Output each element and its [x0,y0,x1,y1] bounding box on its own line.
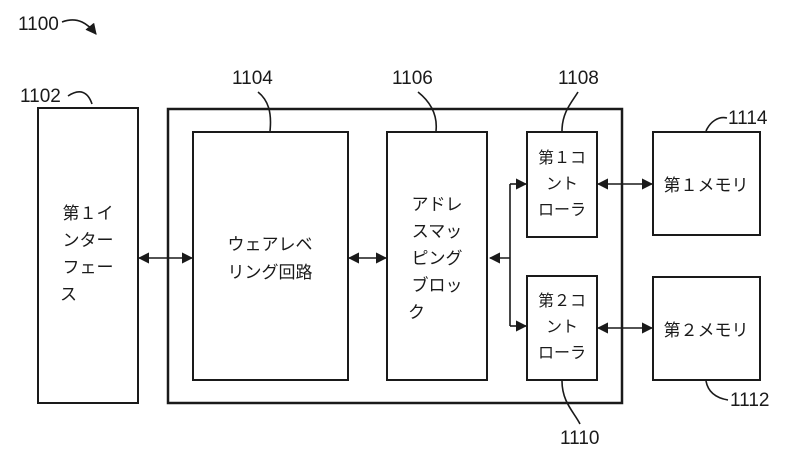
ref-address-mapping: 1106 [392,68,433,89]
interface-label-line-2: ンター [63,231,114,251]
ref-controller-2: 1110 [560,428,599,449]
controller-2-label-line-1: 第２コ [538,291,586,310]
ref-memory-2: 1112 [730,390,769,411]
address-mapping-label-line-4: ブロッ [412,275,463,296]
interface-block [37,107,139,404]
address-mapping-label-line-3: ピング [412,249,463,269]
ref-wear-leveling: 1104 [232,68,273,89]
interface-label-line-1: 第１イ [63,204,114,224]
controller-2-label-line-2: ント [546,317,578,336]
controller-1-label-line-3: ローラ [538,200,586,219]
wear-leveling-label-line-1: ウェアレベ [228,235,313,255]
ref-controller-2-leader [561,380,581,425]
controller-1-block [526,131,598,238]
ref-wear-leveling-leader [257,91,272,132]
ref-memory-1: 1114 [728,108,768,129]
ref-interface-leader [67,91,93,105]
memory-2-label: 第２メモリ [664,321,749,341]
ref-memory-2-leader [705,380,729,401]
ref-memory-1-leader [705,116,728,132]
memory-1-label: 第１メモリ [664,176,749,196]
ref-address-mapping-leader [417,91,438,132]
address-mapping-label-line-1: アドレ [412,195,463,215]
address-mapping-label-line-5: ク [408,303,425,323]
figure-number: 1100 [18,14,59,35]
memory-1-block [652,131,761,236]
ref-controller-1: 1108 [558,68,599,89]
controller-2-label-line-3: ローラ [538,343,586,362]
interface-label-line-4: ス [60,285,77,305]
ref-interface: 1102 [20,86,61,107]
figure-number-arrow [61,19,97,35]
interface-label-line-3: フェー [63,258,114,278]
wear-leveling-label-line-2: リング回路 [228,263,313,283]
controller-1-label-line-2: ント [546,174,578,193]
address-mapping-label-line-2: スマッ [412,222,463,242]
controller-1-label-line-1: 第１コ [538,148,586,167]
wear-leveling-block [192,131,349,381]
ref-controller-1-leader [561,91,579,132]
address-mapping-block [386,131,488,381]
